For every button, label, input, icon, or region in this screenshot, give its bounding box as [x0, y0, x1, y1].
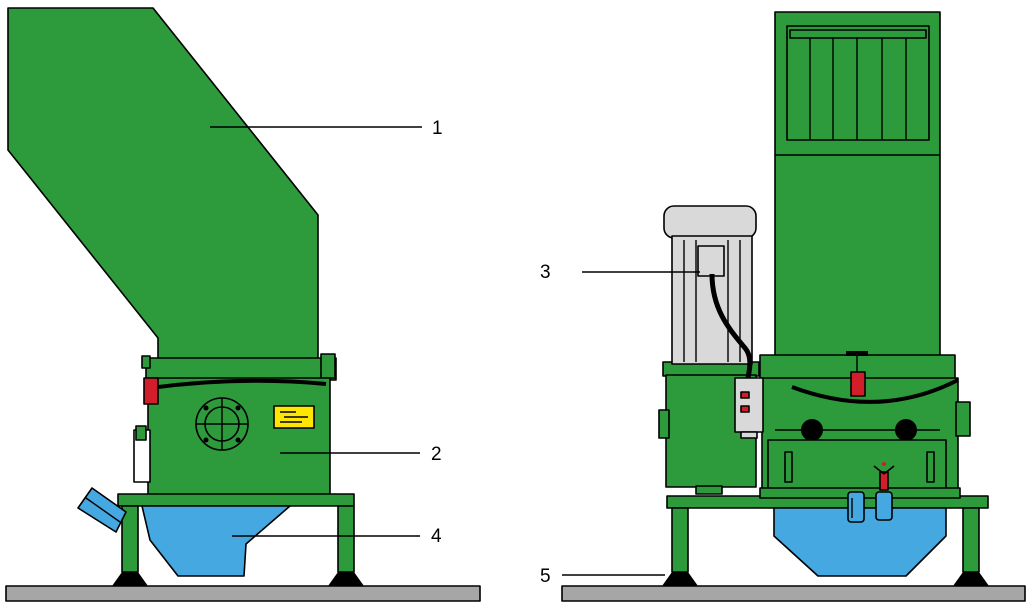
side-view-machine — [5, 7, 481, 602]
hopper-louvre-frame — [786, 25, 930, 141]
motor-terminal-box — [697, 245, 725, 277]
floor-left — [5, 585, 481, 602]
callout-3: 3 — [540, 262, 551, 283]
front-view-machine — [561, 11, 1026, 602]
discharge-valve-icon — [873, 462, 895, 491]
screen-post-right — [926, 451, 935, 483]
chamber-side-knob — [135, 425, 147, 441]
red-latch-left — [143, 377, 159, 405]
hopper-louvre-top — [789, 29, 927, 39]
chamber-top-lip-right — [320, 353, 336, 379]
control-switch-box — [734, 377, 764, 433]
chamber-clamp-band — [149, 378, 327, 390]
discharge-fitting-2 — [875, 491, 893, 521]
gearbox-side-tab — [658, 409, 670, 439]
feed-chute — [7, 7, 319, 366]
front-red-handle — [850, 371, 866, 397]
front-clamp-band — [791, 378, 959, 404]
front-leg-left — [671, 507, 689, 573]
front-flange-right — [955, 401, 971, 437]
foot-left-2 — [328, 572, 364, 586]
floor-right — [561, 585, 1026, 602]
foot-left-1 — [112, 572, 148, 586]
gearbox-stub — [695, 485, 723, 495]
motor-fan-cover — [663, 205, 757, 239]
screen-cradle — [767, 439, 947, 491]
callout-4: 4 — [431, 526, 442, 547]
front-handle-bar — [846, 351, 868, 356]
motor-cable — [709, 273, 753, 379]
callout-5: 5 — [540, 566, 551, 587]
discharge-fitting-1 — [847, 491, 865, 523]
chamber-top-band — [145, 357, 337, 381]
bearing-housing-icon — [195, 397, 249, 451]
screen-post-left — [784, 451, 793, 483]
chamber-top-lip — [141, 355, 151, 369]
discharge-hopper-left — [141, 505, 291, 577]
front-discharge-hopper — [773, 507, 947, 577]
stand-leg-left-2 — [337, 505, 355, 573]
callout-1: 1 — [432, 118, 443, 139]
warning-plate-icon — [273, 405, 315, 429]
stand-top-left — [117, 493, 355, 507]
front-leg-right — [962, 507, 980, 573]
callout-2: 2 — [431, 444, 442, 465]
front-foot-left — [662, 572, 698, 586]
front-foot-right — [953, 572, 989, 586]
